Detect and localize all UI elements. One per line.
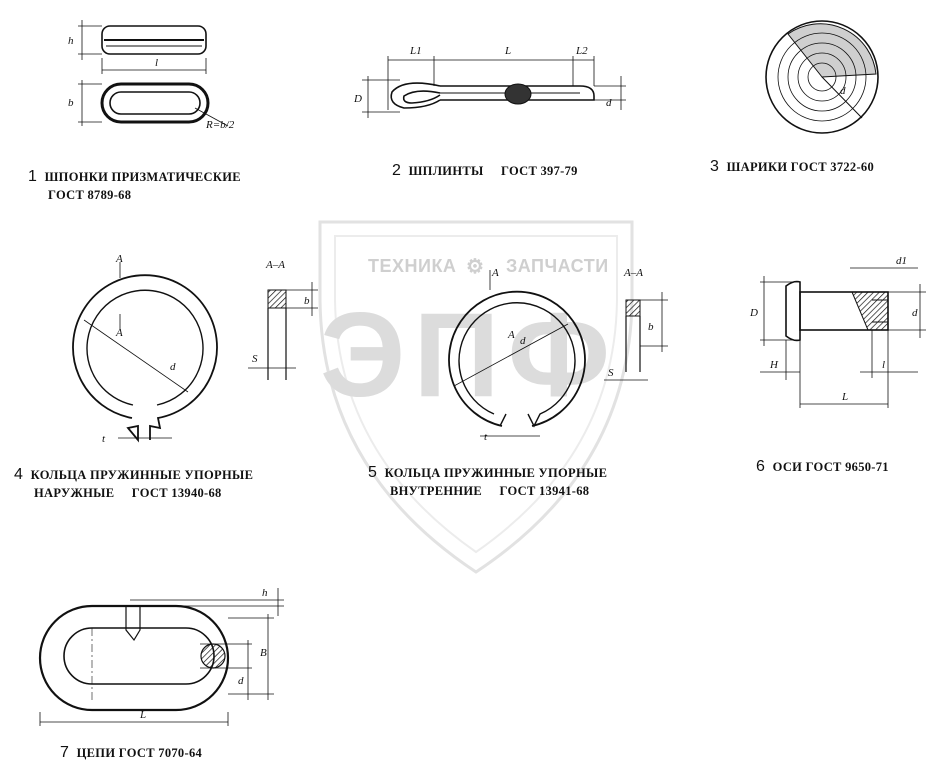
drawing-6-axle — [760, 267, 926, 408]
drawing-3-ball — [765, 20, 879, 134]
caption-2-standard: ГОСТ 397-79 — [501, 164, 578, 178]
caption-6-number: 6 — [756, 458, 766, 475]
dim-4-section: A–A — [265, 259, 285, 271]
dim-2-l: L — [504, 45, 511, 57]
dim-5-t: t — [484, 431, 488, 443]
drawing-4-external-ring — [72, 262, 318, 443]
caption-7-title: ЦЕПИ ГОСТ 7070-64 — [76, 746, 203, 760]
caption-1-number: 1 — [28, 168, 38, 185]
dim-6-l: l — [882, 359, 885, 371]
dim-7-B: B — [260, 647, 267, 659]
dim-5-a-mid: A — [507, 329, 515, 341]
dim-1-h: h — [68, 35, 74, 47]
watermark-logo: ЭПФ — [320, 288, 619, 422]
caption-2-number: 2 — [392, 162, 402, 179]
dim-6-H: H — [769, 359, 779, 371]
dim-5-a-top: A — [491, 267, 499, 279]
caption-4-subtitle: НАРУЖНЫЕ — [34, 486, 115, 500]
caption-3: 3 ШАРИКИ ГОСТ 3722-60 — [710, 158, 874, 176]
dim-2-d: d — [606, 97, 612, 109]
caption-1: 1 ШПОНКИ ПРИЗМАТИЧЕСКИЕ ГОСТ 8789-68 — [28, 168, 241, 204]
dim-2-l2: L2 — [575, 45, 588, 57]
watermark-text-right: ЗАПЧАСТИ — [506, 256, 609, 276]
dim-6-D: D — [749, 307, 758, 319]
dim-5-b: b — [648, 321, 654, 333]
drawing-2-cotter-pin — [362, 56, 626, 118]
watermark-text-left: ТЕХНИКА — [368, 256, 457, 276]
dim-5-s: S — [608, 367, 614, 379]
caption-2-title: ШПЛИНТЫ — [408, 164, 484, 178]
dim-4-s: S — [252, 353, 258, 365]
dim-6-L: L — [841, 391, 848, 403]
caption-5-subtitle: ВНУТРЕННИЕ — [390, 484, 483, 498]
caption-2: 2 ШПЛИНТЫ ГОСТ 397-79 — [392, 162, 578, 180]
dim-5-section: A–A — [623, 267, 643, 279]
dim-5-d: d — [520, 335, 526, 347]
dim-4-b: b — [304, 295, 310, 307]
caption-6-title: ОСИ ГОСТ 9650-71 — [772, 460, 889, 474]
drawing-7-chain-link — [38, 588, 284, 726]
caption-7-number: 7 — [60, 744, 70, 761]
caption-3-number: 3 — [710, 158, 720, 175]
dim-1-b: b — [68, 97, 74, 109]
drawing-5-internal-ring — [448, 270, 668, 437]
caption-4-number: 4 — [14, 466, 24, 483]
dim-6-d1: d1 — [896, 255, 907, 267]
caption-3-title: ШАРИКИ ГОСТ 3722-60 — [726, 160, 875, 174]
dim-7-d: d — [238, 675, 244, 687]
dim-7-L: L — [139, 709, 146, 721]
dim-4-a-mid: A — [115, 327, 123, 339]
dim-4-a-top: A — [115, 253, 123, 265]
dim-4-d: d — [170, 361, 176, 373]
drawing-1-key — [78, 20, 229, 127]
dim-7-h: h — [262, 587, 268, 599]
caption-1-title: ШПОНКИ ПРИЗМАТИЧЕСКИЕ — [44, 170, 241, 184]
watermark-gear-icon: ⚙ — [466, 256, 485, 278]
caption-5-standard: ГОСТ 13941-68 — [499, 484, 590, 498]
dim-1-r: R=b/2 — [205, 119, 235, 131]
caption-4: 4 КОЛЬЦА ПРУЖИННЫЕ УПОРНЫЕ НАРУЖНЫЕ ГОСТ… — [14, 466, 253, 502]
caption-1-standard: ГОСТ 8789-68 — [48, 188, 132, 202]
caption-4-title: КОЛЬЦА ПРУЖИННЫЕ УПОРНЫЕ — [30, 468, 254, 482]
dim-2-D: D — [353, 93, 362, 105]
caption-6: 6 ОСИ ГОСТ 9650-71 — [756, 458, 889, 476]
dim-1-l: l — [155, 57, 158, 69]
caption-7: 7 ЦЕПИ ГОСТ 7070-64 — [60, 744, 202, 762]
caption-4-standard: ГОСТ 13940-68 — [131, 486, 222, 500]
caption-5: 5 КОЛЬЦА ПРУЖИННЫЕ УПОРНЫЕ ВНУТРЕННИЕ ГО… — [368, 464, 607, 500]
dim-6-d: d — [912, 307, 918, 319]
dim-4-t: t — [102, 433, 106, 445]
dim-3-d: d — [840, 85, 846, 97]
caption-5-title: КОЛЬЦА ПРУЖИННЫЕ УПОРНЫЕ — [384, 466, 608, 480]
caption-5-number: 5 — [368, 464, 378, 481]
dim-2-l1: L1 — [409, 45, 422, 57]
